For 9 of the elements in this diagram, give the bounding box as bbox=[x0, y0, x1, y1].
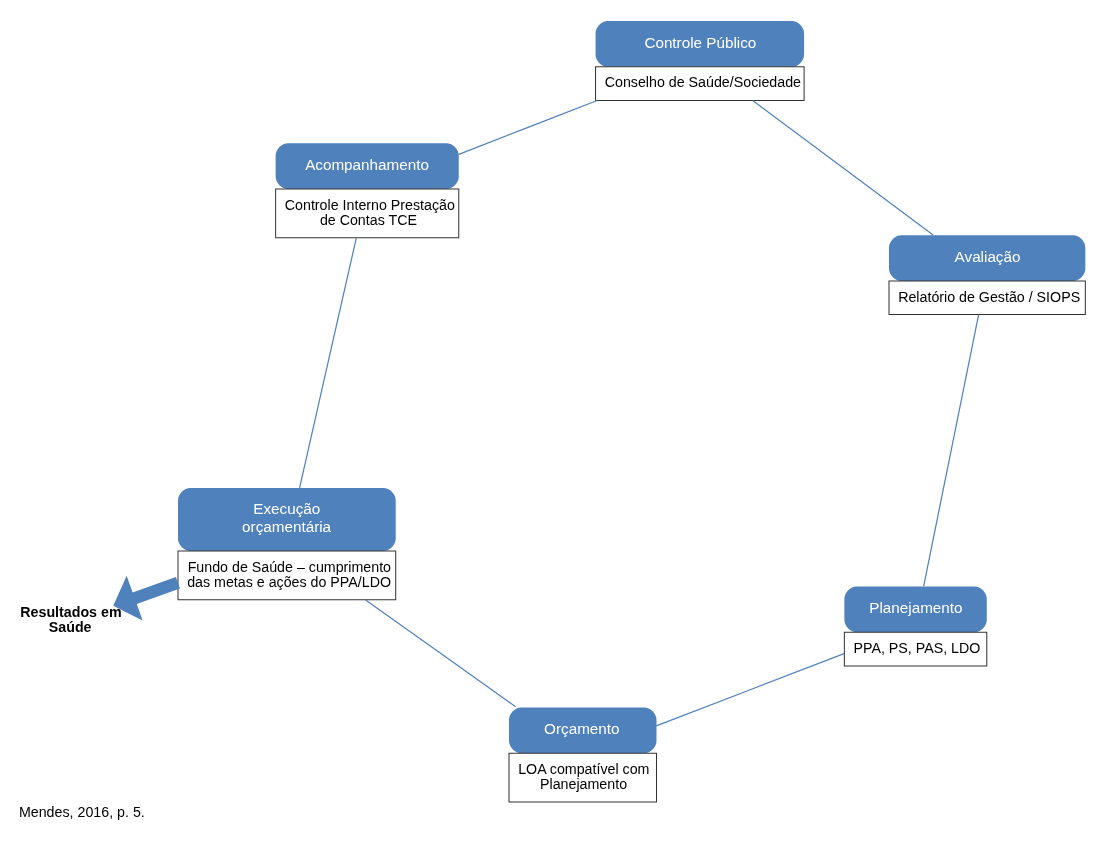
connector bbox=[752, 99, 934, 236]
connector bbox=[364, 599, 517, 708]
connector bbox=[458, 99, 598, 155]
caption: Mendes, 2016, p. 5. bbox=[18, 804, 145, 820]
node-text: Resultados em Saúde bbox=[20, 604, 122, 635]
connector bbox=[923, 314, 980, 587]
connector bbox=[655, 653, 845, 727]
connector bbox=[299, 236, 358, 489]
arrow bbox=[113, 575, 180, 621]
